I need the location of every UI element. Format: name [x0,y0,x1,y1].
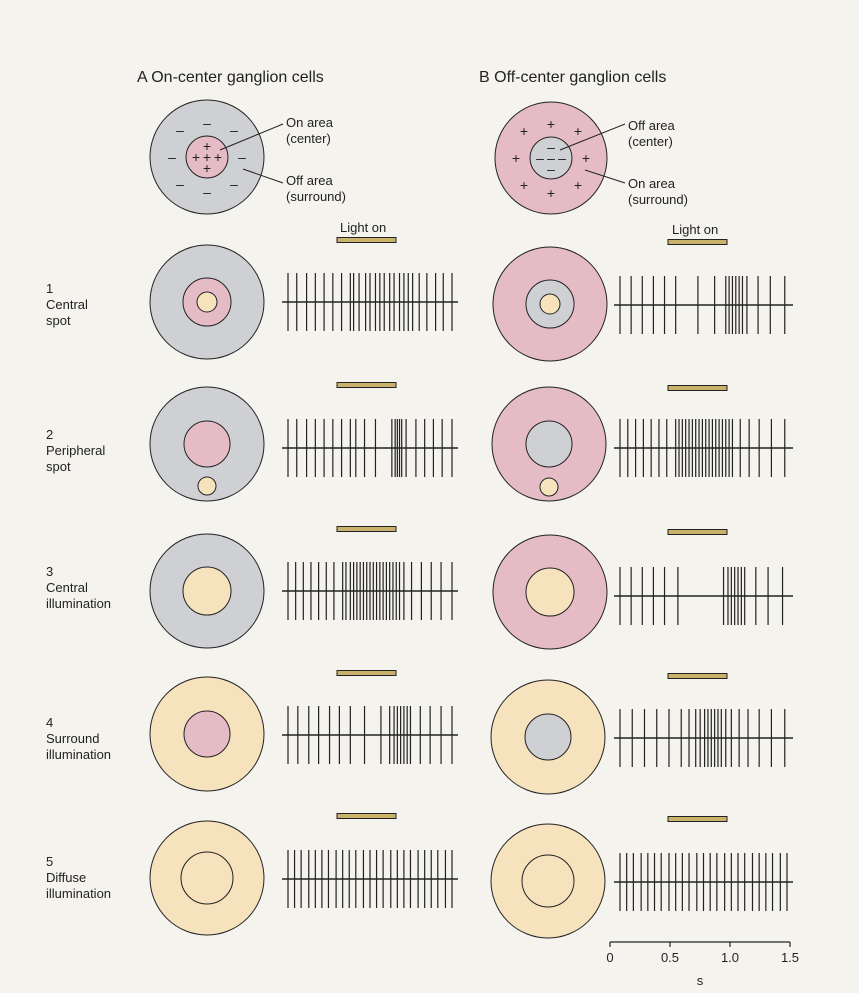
row-3-label-1: Central [46,580,88,595]
key-a-surround-label-2: (surround) [286,189,346,204]
light-on-label-b: Light on [672,222,718,237]
light-on-bar-a3 [336,526,397,532]
key-b-surround-sign: + [574,123,582,139]
b3-center [525,567,575,617]
time-scale-tick-label: 0.5 [661,950,679,965]
row-1-label-1: Central [46,297,88,312]
light-on-bar-b4 [667,673,728,679]
time-scale-tick-label: 1.0 [721,950,739,965]
time-scale-tick-label: 1.5 [781,950,799,965]
key-b-center-sign: – [547,139,555,155]
row-2-number: 2 [46,427,53,442]
key-b-surround-sign: + [547,116,555,132]
a1-spot [196,291,218,313]
key-b-signs: –––––++++++++ [512,116,590,201]
time-scale-bar: s 0 0.5 1.0 1.5 [606,941,799,988]
key-b-center [529,136,573,180]
key-b-center-sign: – [536,150,544,166]
row-2-label-1: Peripheral [46,443,105,458]
key-a-pointer-center [219,123,284,151]
key-a-surround-sign: – [230,176,238,192]
b5-center [521,854,575,908]
light-on-bar-b1 [667,239,728,245]
key-a-surround-sign: – [203,184,211,200]
key-a-center-label-1: On area [286,115,334,130]
key-b-surround-sign: + [520,177,528,193]
key-a-surround-sign: – [238,149,246,165]
time-scale-unit: s [697,973,704,988]
light-on-bar-b5 [667,816,728,822]
key-a-surround-sign: – [230,122,238,138]
key-b-center-label-1: Off area [628,118,676,133]
a4-center [183,710,231,758]
light-on-bar-a5 [336,813,397,819]
key-a-center-sign: + [203,160,211,176]
spike-trains [282,237,793,911]
key-b-pointer-surround [584,169,626,184]
light-on-bar-b2 [667,385,728,391]
b1-spot [539,293,561,315]
key-a-center-sign: + [203,149,211,165]
key-a-surround-sign: – [203,115,211,131]
row-3-number: 3 [46,564,53,579]
stimulus-diagrams [149,244,608,939]
row-5-label-1: Diffuse [46,870,86,885]
row-2-label-2: spot [46,459,71,474]
key-a-surround-sign: – [168,149,176,165]
light-on-bar-b3 [667,529,728,535]
row-1-label-2: spot [46,313,71,328]
key-diagram-off-center: –––––++++++++ Off area (center) On area … [494,101,688,215]
light-on-bar-a2 [336,382,397,388]
key-a-center-sign: + [203,138,211,154]
key-b-surround-sign: + [582,150,590,166]
a2-center [183,420,231,468]
key-a-pointer-surround [242,168,284,184]
key-a-center [185,135,229,179]
b4-center [524,713,572,761]
a5-center [180,851,234,905]
time-scale-tick-label: 0 [606,950,613,965]
row-4-number: 4 [46,715,53,730]
column-b-title: B Off-center ganglion cells [479,69,666,86]
a3-center [182,566,232,616]
key-b-surround-sign: + [574,177,582,193]
row-5-number: 5 [46,854,53,869]
key-b-surround-sign: + [547,185,555,201]
b2-center [525,420,573,468]
key-b-pointer-center [559,123,626,151]
key-a-center-sign: + [214,149,222,165]
key-b-center-sign: – [558,150,566,166]
key-b-center-sign: – [547,150,555,166]
key-b-surround-sign: + [512,150,520,166]
key-b-surround-label-2: (surround) [628,192,688,207]
light-on-label-a: Light on [340,220,386,235]
key-b-surround-label-1: On area [628,176,676,191]
key-a-center-sign: + [192,149,200,165]
row-3-label-2: illumination [46,596,111,611]
key-a-center-label-2: (center) [286,131,331,146]
row-4-label-1: Surround [46,731,99,746]
key-b-center-label-2: (center) [628,134,673,149]
light-on-bar-a4 [336,670,397,676]
key-b-surround-sign: + [520,123,528,139]
key-a-surround-sign: – [176,176,184,192]
key-a-signs: +++++–––––––– [168,115,246,200]
a2-spot [197,476,217,496]
row-5-label-2: illumination [46,886,111,901]
light-on-bar-a1 [336,237,397,243]
row-labels: 1 Central spot 2 Peripheral spot 3 Centr… [46,281,111,901]
key-a-surround-sign: – [176,122,184,138]
column-a-title: A On-center ganglion cells [137,69,324,86]
row-4-label-2: illumination [46,747,111,762]
key-diagram-on-center: +++++–––––––– On area (center) Off area … [149,99,346,215]
row-1-number: 1 [46,281,53,296]
key-b-center-sign: – [547,161,555,177]
key-a-surround-label-1: Off area [286,173,334,188]
b2-spot [539,477,559,497]
